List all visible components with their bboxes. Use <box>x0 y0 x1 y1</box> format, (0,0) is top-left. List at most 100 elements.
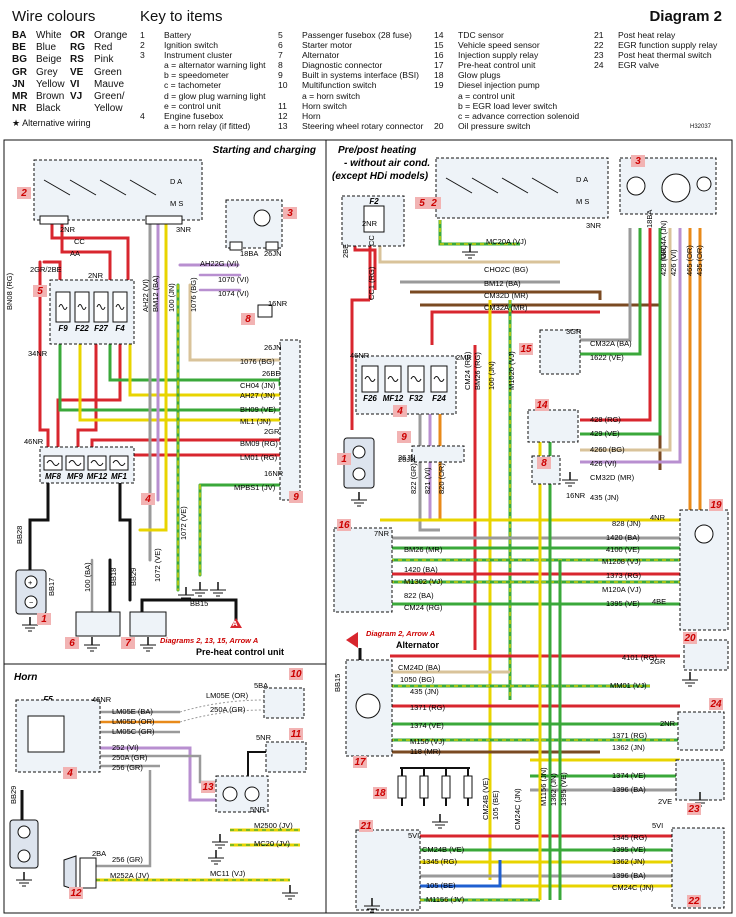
wire-4260 <box>580 228 672 452</box>
alternator-box <box>129 611 167 637</box>
wire-label: M2500 (JV) <box>254 821 293 830</box>
glow-plug-icon <box>463 775 473 799</box>
arrow-a-icon <box>230 618 242 628</box>
wire-822 <box>418 390 440 532</box>
item-number-tag <box>33 285 47 297</box>
arrow-ref-left: Diagrams 2, 13, 15, Arrow A <box>160 636 258 645</box>
key-row: e = control unit <box>164 100 221 111</box>
wire-label: 1362 (JN) <box>612 743 645 752</box>
glow-plug-icon <box>419 775 429 799</box>
wire-label: M1156 (JV) <box>426 895 465 904</box>
arrow-a-right-icon <box>346 632 358 648</box>
fuse-element-icon <box>433 376 445 382</box>
battery-horn-plus-icon <box>17 825 31 839</box>
key-title: Key to items <box>140 8 223 25</box>
item-number-tag <box>337 519 351 531</box>
wire-1622 <box>580 228 642 356</box>
item-number-tag <box>393 405 407 417</box>
wire-label: 4BE <box>652 597 666 606</box>
wire-label: 1371 (RG) <box>410 703 446 712</box>
ignition-switch-contacts <box>43 179 157 196</box>
preheat-unit-label: Pre-heat control unit <box>196 647 284 657</box>
item-number: 19 <box>710 500 722 511</box>
wire-label: 5VI <box>652 821 663 830</box>
wire-bm09 <box>90 438 282 449</box>
injection-supply-relay-box <box>333 527 393 613</box>
wire-label: 5NR <box>250 805 266 814</box>
wire-label: 3GR <box>566 327 582 336</box>
wire-label: 429 (VE) <box>590 429 620 438</box>
wire-mc20a-stripe <box>439 220 520 245</box>
wire-label: CM24C (JN) <box>612 883 654 892</box>
wire-label: CM32D (MR) <box>590 473 635 482</box>
fuse-element-icon <box>112 460 126 466</box>
key-row: c = tachometer <box>164 80 222 91</box>
wire-label: 105 (BE) <box>426 881 456 890</box>
battery-plus-icon <box>24 575 38 589</box>
wire-label: 2BA <box>92 849 106 858</box>
fuse-element-icon <box>90 460 104 466</box>
item-number-tag <box>687 895 701 907</box>
wire-label: 426 (VI) <box>669 249 678 276</box>
wire-250a-alt <box>179 709 266 723</box>
wire-label: 3NR <box>586 221 602 230</box>
wire-label: 2NR <box>362 219 378 228</box>
ign-conn-a <box>39 215 69 225</box>
key-row: b = EGR load lever switch <box>458 100 558 111</box>
item-number: 23 <box>687 804 700 815</box>
wire-1076 <box>188 283 282 362</box>
wire-cho2c <box>378 222 560 264</box>
wire-bn08 <box>38 260 50 449</box>
wire-label: 2VE <box>658 797 672 806</box>
battery-horn-box <box>9 819 39 869</box>
wire-ml1 <box>78 343 282 422</box>
item-number-tag <box>427 197 441 209</box>
item-number-tag <box>537 457 551 469</box>
wire-label: BB18 <box>109 568 118 586</box>
wire-label: 821 (VI) <box>423 467 432 494</box>
wire-label: CM24C (JN) <box>513 788 522 830</box>
wire-mpbs1 <box>198 483 282 577</box>
fuse-label: F27 <box>94 324 108 333</box>
fuse-label: F26 <box>363 394 377 403</box>
key-row: a = horn relay (if fitted) <box>164 120 251 131</box>
alternative-wiring-note: ★ Alternative wiring <box>12 118 91 128</box>
oil-pressure-switch-box <box>683 639 729 671</box>
wire-label: 4NR <box>650 513 666 522</box>
battery-right-plus-icon <box>352 445 366 459</box>
wire-label: CM24D (BA) <box>398 663 441 672</box>
reference-code: H32037 <box>690 124 712 130</box>
wire-bm26 <box>430 310 600 345</box>
wire-label: CC1 (RG) <box>367 266 376 300</box>
item-number: 14 <box>536 400 548 411</box>
glow-plug-warning-icon <box>696 176 712 192</box>
wire-label: 1076 (BG) <box>189 277 198 312</box>
horn-connector <box>79 857 97 889</box>
key-row: c = advance correction solenoid <box>458 110 580 121</box>
item-number-tag <box>289 491 303 503</box>
item-number-tag <box>63 767 77 779</box>
wire-label: 26JN <box>398 455 416 464</box>
wire-label: 2MR <box>456 353 472 362</box>
fuse-label: MF8 <box>45 472 62 481</box>
rotary-ring-2-icon <box>244 786 260 802</box>
wire-label: 1072 (VE) <box>153 548 162 582</box>
item-number-tag <box>631 155 645 167</box>
key-row: a = control unit <box>458 90 515 101</box>
item-number-tag <box>535 399 549 411</box>
wire-label: BM26 (MR) <box>404 545 443 554</box>
wire-label: 18BA <box>240 249 258 258</box>
wire-label: 26BE <box>262 369 280 378</box>
